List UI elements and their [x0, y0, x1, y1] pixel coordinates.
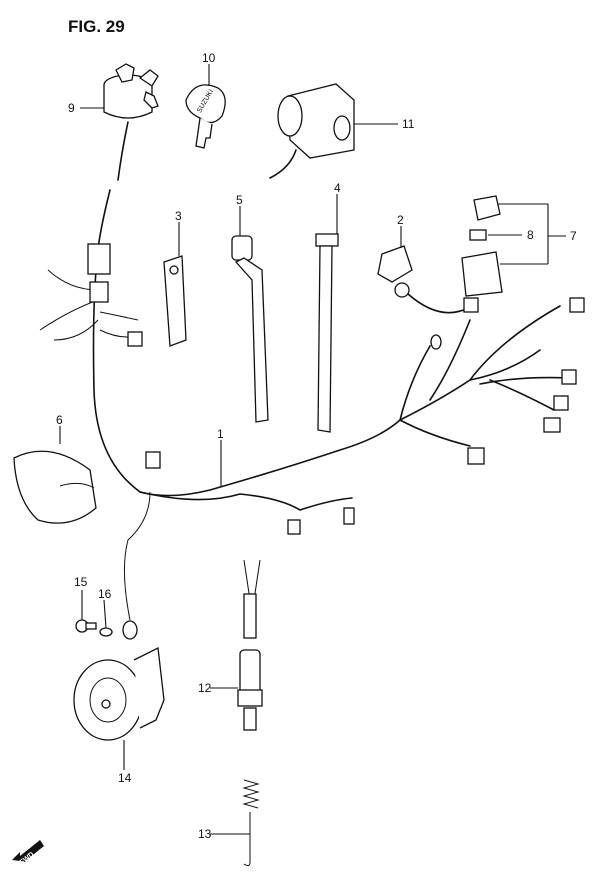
switch-spring [242, 779, 260, 867]
callout-13: 13 [198, 827, 212, 841]
cable-clamp [231, 235, 269, 423]
callout-9: 9 [68, 101, 75, 115]
wiring-harness [39, 189, 585, 640]
cable-band [315, 233, 339, 433]
cover-sleeve [13, 450, 97, 524]
callout-6: 6 [56, 413, 63, 427]
horn-bolt [75, 619, 97, 633]
relay [377, 245, 469, 314]
leader-16 [103, 599, 107, 629]
forward-arrow: FWD [12, 840, 44, 866]
callout-10: 10 [202, 51, 216, 65]
figure-title: FIG. 29 [68, 17, 125, 36]
fuse-holder [461, 195, 503, 297]
callout-1: 1 [217, 427, 224, 441]
callout-5: 5 [236, 193, 243, 207]
bracket [163, 255, 187, 347]
callout-7: 7 [570, 229, 577, 243]
handlebar-switch [269, 83, 355, 179]
callout-15: 15 [74, 575, 88, 589]
washer [99, 627, 113, 637]
brake-switch [237, 559, 263, 731]
horn [73, 647, 165, 741]
callout-4: 4 [334, 181, 341, 195]
callout-2: 2 [397, 213, 404, 227]
callout-14: 14 [118, 771, 132, 785]
fwd-label: FWD [19, 851, 36, 866]
callout-8: 8 [527, 228, 534, 242]
key: SUZUKI [185, 84, 226, 149]
callout-16: 16 [98, 587, 112, 601]
callout-12: 12 [198, 681, 212, 695]
ignition-switch [103, 63, 159, 181]
callout-3: 3 [175, 209, 182, 223]
callout-11: 11 [402, 117, 415, 131]
